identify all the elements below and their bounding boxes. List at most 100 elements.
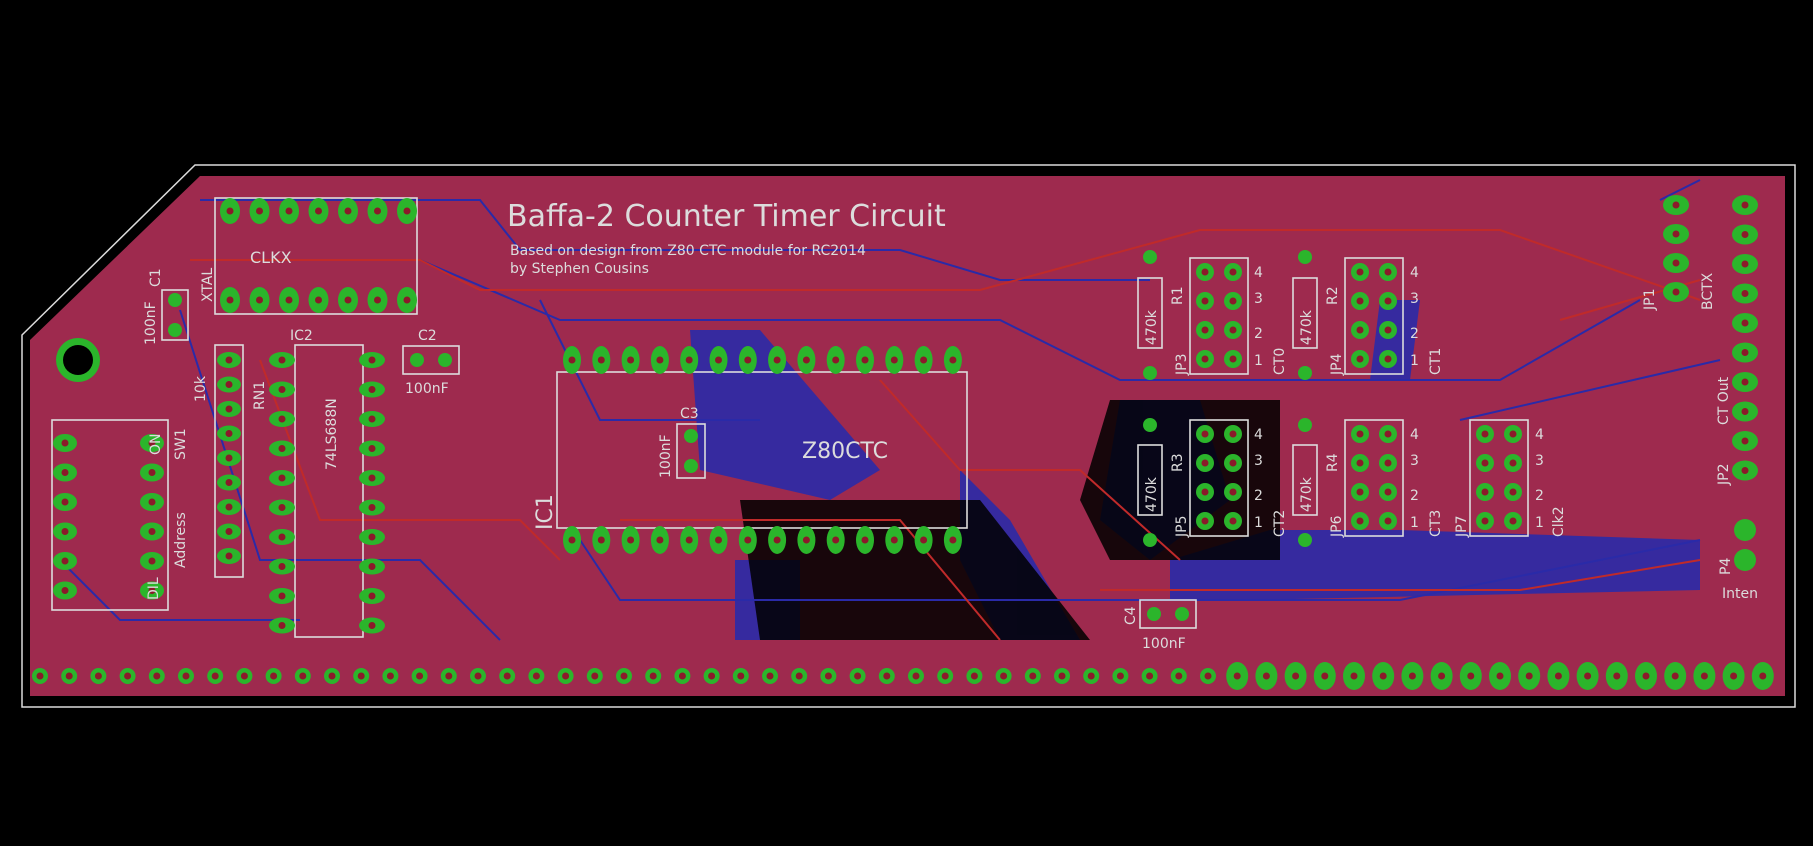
pad-drill: [920, 356, 928, 364]
ic1-label: IC1: [533, 494, 558, 530]
jp4-label: JP4: [1329, 353, 1345, 376]
jp7-pin1: 1: [1535, 515, 1544, 531]
pad-drill: [949, 356, 957, 364]
pad-drill: [1356, 517, 1364, 525]
c3-label: C3: [680, 406, 699, 422]
pad-drill: [1481, 459, 1489, 467]
board-subtitle-2: by Stephen Cousins: [510, 261, 649, 277]
pad-drill: [1384, 268, 1392, 276]
c4-label: C4: [1123, 606, 1139, 625]
pad-drill: [61, 587, 69, 594]
pad-drill: [766, 672, 774, 680]
pad-drill: [1509, 430, 1517, 438]
c3-value: 100nF: [658, 434, 674, 478]
dip-switch-sw1: SW1 ON Address DIL: [51, 419, 189, 611]
r2-label: R2: [1325, 286, 1341, 305]
pad-drill: [1741, 378, 1749, 386]
pad-drill: [368, 386, 376, 393]
pad-drill: [685, 536, 693, 544]
capacitor-c1: C1 100nF: [143, 268, 189, 345]
pad-drill: [890, 536, 898, 544]
pad-drill: [1262, 672, 1270, 680]
pad-drill: [1201, 517, 1209, 525]
pad-drill: [1700, 672, 1708, 680]
r3-value: 470k: [1144, 476, 1160, 512]
pad-drill: [1741, 349, 1749, 356]
pad-drill: [357, 672, 365, 680]
jp7-label: JP7: [1454, 516, 1470, 538]
pad-drill: [832, 356, 840, 364]
pad-drill: [148, 439, 156, 447]
c1-value: 100nF: [143, 301, 159, 345]
pad-drill: [1554, 672, 1562, 680]
pad-drill: [1741, 437, 1749, 445]
xtal-label: XTAL: [200, 268, 216, 302]
pad-drill: [1467, 672, 1475, 680]
pad-drill: [270, 672, 278, 680]
jp5-pin4: 4: [1254, 427, 1263, 443]
pad-drill: [532, 672, 540, 680]
pad-drill: [278, 592, 286, 600]
pad-drill: [1350, 672, 1358, 680]
jp7-sub: Clk2: [1551, 506, 1567, 537]
pad-drill: [374, 296, 381, 304]
r1-value: 470k: [1144, 309, 1160, 345]
pad-drill: [344, 296, 352, 304]
pad-drill: [1384, 297, 1392, 305]
resistor-network-rn1: 10k RN1: [193, 344, 268, 578]
jp2-sub: CT Out: [1716, 376, 1732, 425]
pad-drill: [1356, 459, 1364, 467]
pad-drill: [949, 536, 957, 544]
pad-drill: [1642, 672, 1650, 680]
ic1-z80ctc: Z80CTC IC1: [533, 346, 968, 554]
pad-drill: [278, 474, 286, 482]
pad-drill: [1229, 430, 1237, 438]
pad-drill: [61, 469, 69, 476]
pad-drill: [315, 207, 322, 215]
pad-drill: [278, 415, 286, 423]
traces-top: [190, 229, 1701, 641]
pad-drill: [1384, 488, 1392, 496]
pad-drill: [1356, 488, 1364, 496]
ic2-part: 74LS688N: [324, 398, 340, 470]
pad-drill: [1509, 517, 1517, 525]
pad-drill: [225, 381, 233, 388]
p4-sub: Inten: [1722, 586, 1758, 602]
clkx-outline: [214, 197, 418, 315]
jp5-pin2: 2: [1254, 488, 1263, 504]
pad-drill: [1741, 319, 1749, 327]
pad-drill: [1384, 430, 1392, 438]
pad-drill: [597, 356, 605, 364]
r1-label: R1: [1170, 286, 1186, 305]
pad-drill: [1356, 297, 1364, 305]
pad-drill: [278, 504, 286, 511]
pad-drill: [627, 356, 635, 364]
pad-drill: [344, 207, 352, 215]
jp4-pin4: 4: [1410, 265, 1419, 281]
pad-drill: [597, 536, 605, 544]
pad-drill: [562, 672, 570, 680]
pad-drill: [278, 356, 286, 364]
ic1-part: Z80CTC: [802, 439, 888, 464]
c1-label: C1: [148, 268, 164, 287]
pad-drill: [1116, 672, 1124, 680]
pad-drill: [970, 672, 978, 680]
pad-drill: [1672, 288, 1680, 296]
board-title: Baffa-2 Counter Timer Circuit: [507, 199, 946, 234]
pad-drill: [148, 557, 156, 565]
capacitor-c3: C3 100nF: [658, 406, 706, 479]
jp2-label: JP2: [1716, 464, 1732, 486]
pad-drill: [368, 563, 376, 570]
pad-drill: [715, 356, 722, 364]
r4-label: R4: [1325, 453, 1341, 472]
pad-drill: [854, 672, 862, 680]
jp6-pin3: 3: [1410, 453, 1419, 469]
pad-drill: [225, 454, 233, 462]
pad-drill: [1584, 672, 1592, 680]
jp3-pin4: 4: [1254, 265, 1263, 281]
r2-value: 470k: [1299, 309, 1315, 345]
pad-drill: [920, 536, 928, 544]
pad-drill: [1481, 430, 1489, 438]
pad-drill: [627, 536, 635, 544]
pad-drill: [226, 207, 234, 215]
